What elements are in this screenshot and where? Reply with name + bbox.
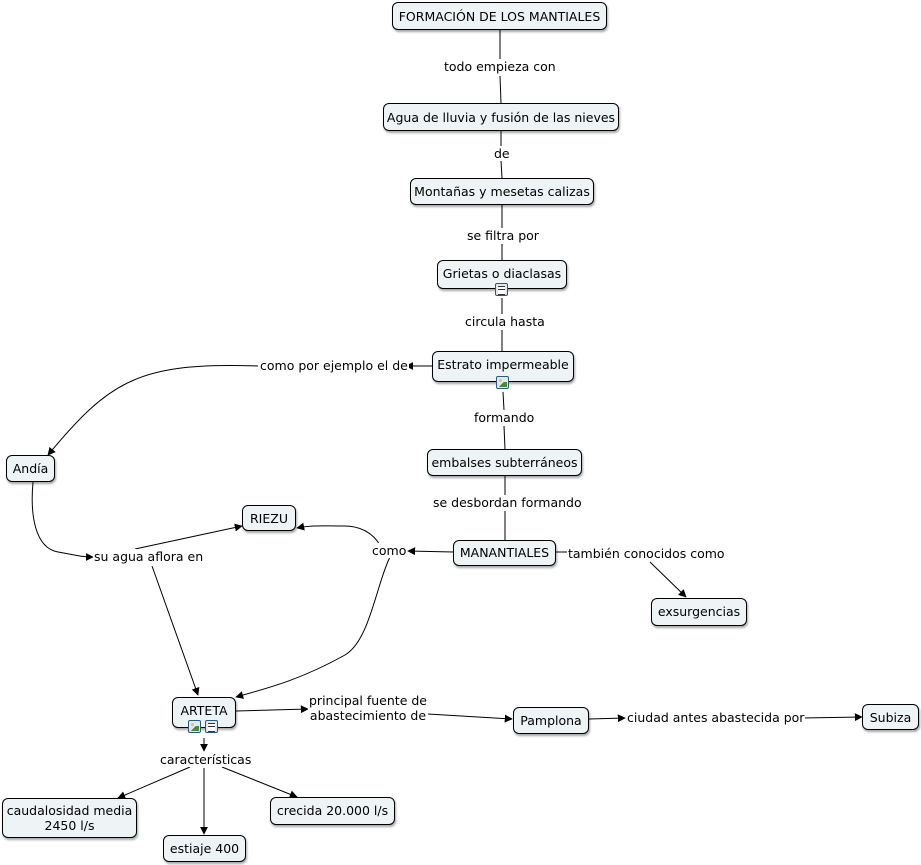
concept-andia[interactable]: Andía — [6, 455, 55, 482]
concept-agua[interactable]: Agua de lluvia y fusión de las nieves — [383, 103, 619, 131]
concept-manantiales[interactable]: MANANTIALES — [453, 540, 556, 566]
concept-grietas-label: Grietas o diaclasas — [442, 266, 562, 281]
link-como-ejemplo[interactable]: como por ejemplo el de — [259, 358, 409, 373]
edge-caract-crecida — [221, 766, 298, 799]
link-como[interactable]: como — [371, 543, 408, 558]
edge-como-arteta — [235, 556, 391, 699]
concept-subiza[interactable]: Subiza — [862, 704, 919, 730]
concept-crecida[interactable]: crecida 20.000 l/s — [270, 797, 395, 825]
link-formando[interactable]: formando — [473, 410, 536, 425]
concept-montanas[interactable]: Montañas y mesetas calizas — [410, 178, 594, 205]
document-icon[interactable] — [205, 720, 218, 733]
link-principal[interactable]: principal fuente de abastecimiento de — [308, 693, 428, 723]
edge-andia-aflora — [31, 481, 94, 561]
concept-embalses[interactable]: embalses subterráneos — [427, 449, 582, 476]
edge-formando-embalses — [503, 425, 506, 450]
link-se-filtra[interactable]: se filtra por — [466, 228, 540, 243]
concept-arteta[interactable]: ARTETA — [172, 697, 236, 728]
concept-pamplona[interactable]: Pamplona — [513, 707, 589, 734]
edge-como-riezu — [296, 522, 381, 546]
edge-arteta-principal — [235, 705, 309, 714]
concept-caudalosidad[interactable]: caudalosidad media 2450 l/s — [2, 798, 137, 838]
link-desbordan[interactable]: se desbordan formando — [432, 495, 583, 510]
edge-tambien-exsurgencias — [649, 561, 687, 598]
concept-estrato-label: Estrato impermeable — [437, 357, 569, 372]
edge-principal-pamplona — [427, 713, 513, 723]
concept-riezu[interactable]: RIEZU — [242, 505, 296, 531]
link-circula[interactable]: circula hasta — [464, 314, 546, 329]
edge-caract-caudalosidad — [117, 766, 191, 799]
link-ciudad[interactable]: ciudad antes abastecida por — [626, 710, 806, 725]
link-de[interactable]: de — [493, 146, 511, 161]
edge-estrato-formando — [502, 391, 505, 411]
concept-grietas[interactable]: Grietas o diaclasas — [437, 260, 567, 289]
link-todo-empieza[interactable]: todo empieza con — [443, 59, 557, 74]
image-icon[interactable] — [188, 720, 201, 733]
edge-aflora-arteta — [151, 565, 200, 696]
document-icon[interactable] — [495, 283, 508, 296]
concept-arteta-label: ARTETA — [180, 703, 228, 718]
edge-ejemplo-andia — [47, 365, 259, 456]
edge-manantiales-como — [407, 547, 454, 556]
edge-todo-agua — [499, 75, 502, 104]
link-tambien[interactable]: también conocidos como — [567, 546, 726, 561]
edge-ciudad-subiza — [801, 713, 863, 722]
link-aflora[interactable]: su agua aflora en — [93, 549, 205, 564]
image-icon[interactable] — [496, 376, 509, 389]
edge-pamplona-ciudad — [588, 714, 626, 723]
concept-formacion[interactable]: FORMACIÓN DE LOS MANTIALES — [392, 2, 607, 30]
edge-de-montanas — [500, 160, 503, 179]
concept-exsurgencias[interactable]: exsurgencias — [651, 598, 747, 626]
link-caracteristicas[interactable]: características — [159, 752, 253, 767]
concept-estiaje[interactable]: estiaje 400 — [163, 835, 246, 862]
edge-aflora-riezu — [134, 523, 243, 550]
